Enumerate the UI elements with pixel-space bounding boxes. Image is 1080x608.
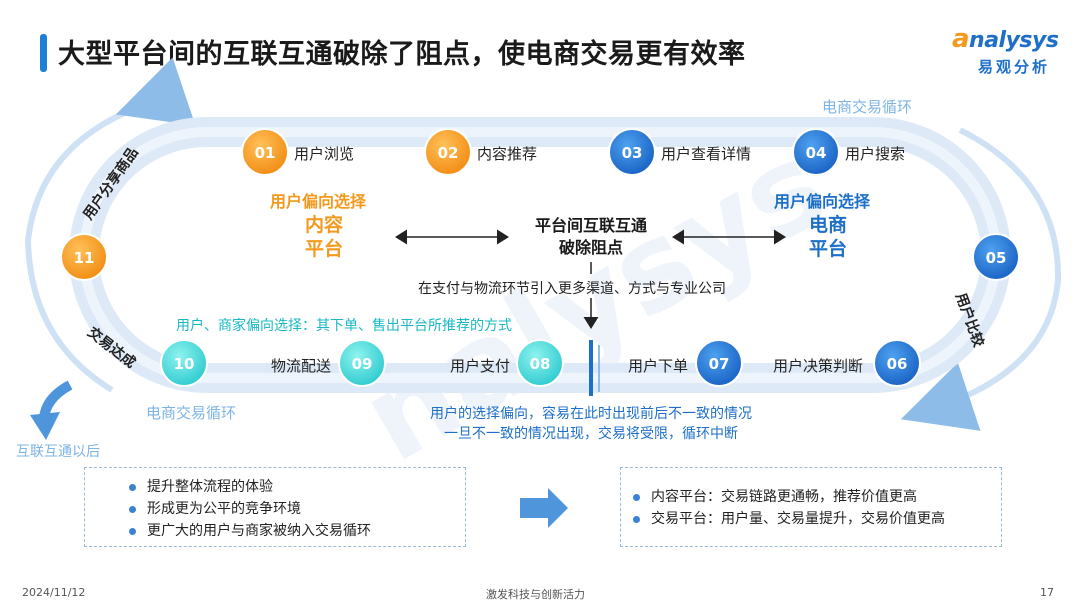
footer-slogan: 激发科技与创新活力 [486, 588, 585, 601]
title-accent-bar [40, 34, 47, 72]
step-08-circle [516, 339, 564, 387]
step-01-label: 用户浏览 [294, 145, 355, 163]
outer-swoosh-top [24, 57, 196, 393]
benefits-right-list: 内容平台：交易链路更通畅，推荐价值更高 交易平台：用户量、交易量提升，交易价值更… [629, 486, 1001, 530]
center-interconnect-text: 平台间互联互通 破除阻点 [534, 216, 647, 257]
step-03-number: 03 [621, 144, 643, 162]
step-05-circle [972, 233, 1020, 281]
step-07-number: 07 [708, 355, 730, 373]
step-08-label: 用户支付 [450, 357, 511, 375]
step-10-number: 10 [173, 355, 195, 373]
merchant-preference-note: 用户、商家偏向选择：其下单、售出平台所推荐的方式 [176, 318, 512, 334]
content-platform-preference: 用户偏向选择 [270, 192, 367, 211]
step-06-number: 06 [886, 355, 908, 373]
logo-english: analysys [952, 24, 1059, 54]
benefit-item: 更广大的用户与商家被纳入交易循环 [125, 520, 465, 542]
benefit-item: 内容平台：交易链路更通畅，推荐价值更高 [629, 486, 1001, 508]
step-11-number: 11 [73, 249, 95, 267]
ecommerce-platform-preference: 用户偏向选择 [774, 192, 871, 211]
step-01-number: 01 [254, 144, 276, 162]
ecommerce-platform-name: 电商 平台 [808, 214, 847, 260]
step-circles [60, 128, 1020, 387]
step-07-circle [695, 339, 743, 387]
interconnect-label: 互联互通以后 [16, 444, 100, 460]
step-04-number: 04 [805, 144, 827, 162]
step-06-circle [873, 339, 921, 387]
benefit-item: 提升整体流程的体验 [125, 476, 465, 498]
step-01-circle [241, 128, 289, 176]
step-07-label: 用户下单 [628, 357, 689, 375]
content-platform-name: 内容 平台 [304, 214, 343, 260]
outer-swoosh-right [900, 127, 1062, 431]
payment-logistics-note: 在支付与物流环节引入更多渠道、方式与专业公司 [418, 281, 726, 297]
step-11-circle [60, 233, 108, 281]
step-03-circle [608, 128, 656, 176]
loop-label-top-right: 电商交易循环 [822, 98, 913, 116]
step-02-circle [424, 128, 472, 176]
benefit-item: 形成更为公平的竞争环境 [125, 498, 465, 520]
step-09-number: 09 [351, 355, 373, 373]
step-10-circle [160, 339, 208, 387]
page-number: 17 [1040, 586, 1054, 599]
step-04-circle [792, 128, 840, 176]
analysys-logo: analysys 易观分析 [952, 24, 1062, 80]
step-05-number: 05 [985, 249, 1007, 267]
footer-date: 2024/11/12 [22, 586, 86, 599]
step-02-number: 02 [437, 144, 459, 162]
logo-chinese: 易观分析 [978, 58, 1051, 76]
step-03-label: 用户查看详情 [661, 145, 752, 163]
step-09-circle [338, 339, 386, 387]
step-08-number: 08 [529, 355, 551, 373]
step-02-label: 内容推荐 [477, 145, 538, 163]
break-note: 用户的选择偏向，容易在此时出现前后不一致的情况 一旦不一致的情况出现，交易将受限… [430, 406, 752, 442]
step-09-label: 物流配送 [271, 357, 332, 375]
benefits-left-box: 提升整体流程的体验 形成更为公平的竞争环境 更广大的用户与商家被纳入交易循环 [84, 467, 466, 547]
curved-arrow-head [30, 412, 60, 440]
benefits-right-box: 内容平台：交易链路更通畅，推荐价值更高 交易平台：用户量、交易量提升，交易价值更… [620, 467, 1002, 547]
benefit-item: 交易平台：用户量、交易量提升，交易价值更高 [629, 508, 1001, 530]
benefits-left-list: 提升整体流程的体验 形成更为公平的竞争环境 更广大的用户与商家被纳入交易循环 [125, 476, 465, 542]
step-04-label: 用户搜索 [845, 145, 906, 163]
loop-label-bottom-left: 电商交易循环 [146, 404, 237, 422]
arrow-right-icon [520, 488, 568, 528]
step-06-label: 用户决策判断 [773, 357, 864, 375]
